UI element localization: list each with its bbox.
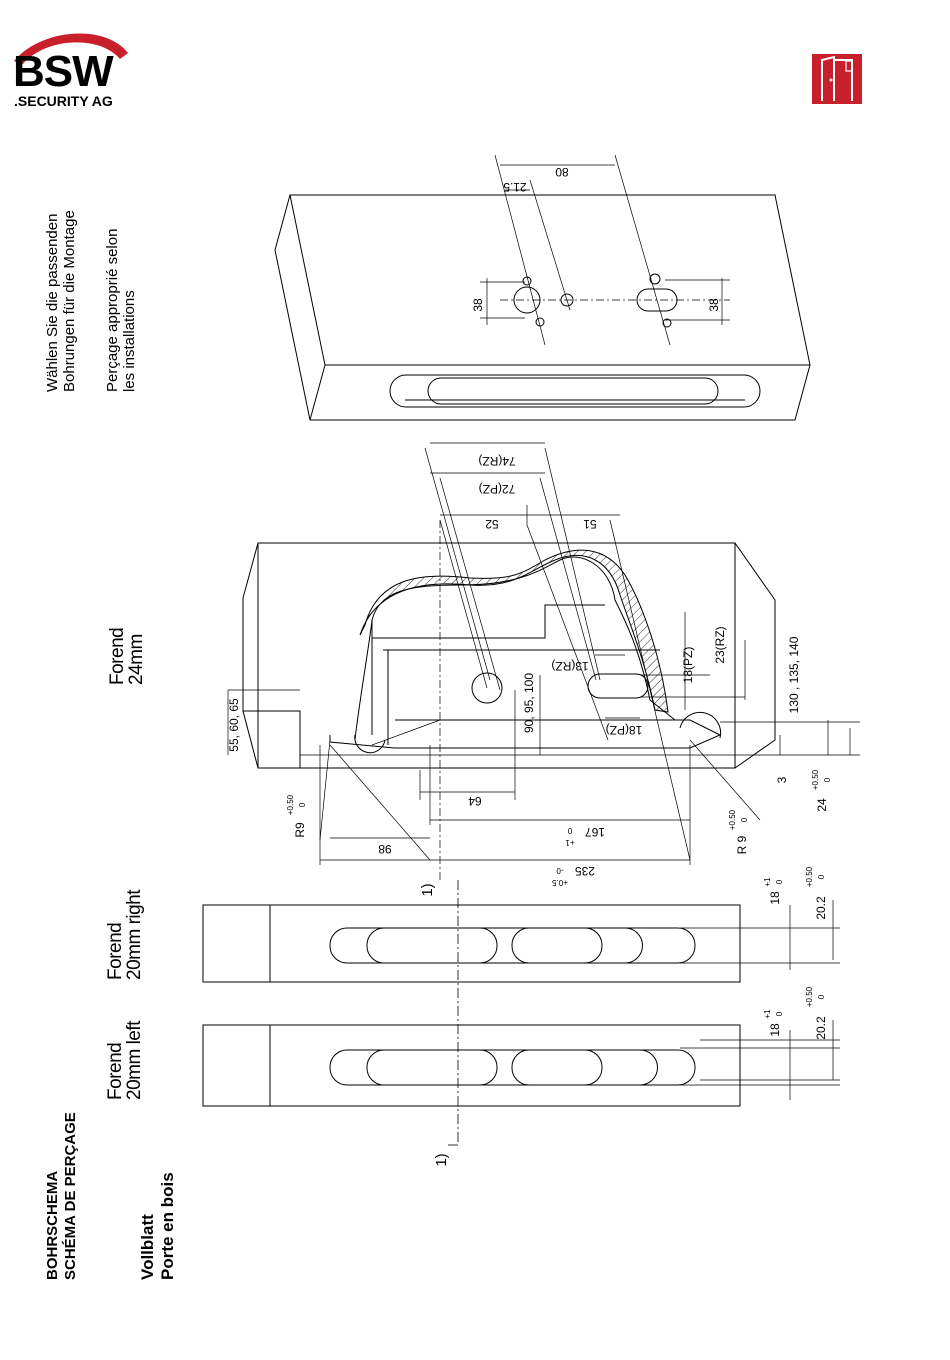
dim-235-tol: +0.5	[552, 878, 568, 887]
dim-24-tol: +0.50	[811, 769, 820, 790]
dim-24: 24	[815, 798, 829, 812]
dim-20-2-right-tol: +0.50	[805, 866, 814, 887]
dim-18pz-top: 18(PZ)	[681, 647, 695, 684]
dim-18-right: 18	[768, 891, 782, 905]
logo-arc	[14, 33, 128, 65]
door-block	[274, 194, 811, 421]
dim-24-tol0: 0	[823, 777, 832, 782]
dim-167-tol: +1	[565, 838, 575, 847]
dim-51: 51	[583, 517, 597, 531]
dim-18-left: 18	[768, 1023, 782, 1037]
dim-18pz-bottom: 18(PZ)	[606, 723, 643, 737]
dim-18-left-tol0: 0	[775, 1011, 784, 1016]
dim-20-2-left-tol0: 0	[817, 994, 826, 999]
dim-20-2-left: 20.2	[814, 1016, 828, 1040]
dim-21-5: 21.5	[503, 180, 527, 194]
dim-20-2-right-tol0: 0	[817, 874, 826, 879]
dim-64: 64	[468, 794, 482, 808]
forend-main-block	[242, 542, 776, 769]
dim-235: 235	[575, 864, 595, 878]
dim-18-left-tol: +1	[763, 1009, 772, 1019]
dim-130-135-140: 130 , 135, 140	[787, 636, 801, 713]
dim-r9-left-tol0: 0	[298, 802, 307, 807]
dim-38-left: 38	[471, 298, 485, 312]
logo-text: BSW	[13, 47, 114, 96]
dim-52: 52	[485, 517, 499, 531]
dim-18-right-tol0: 0	[775, 879, 784, 884]
dim-20-2-left-tol: +0.50	[805, 986, 814, 1007]
dim-90-95-100: 90, 95, 100	[522, 673, 536, 733]
dim-80: 80	[555, 165, 569, 179]
dim-20-2-right: 20.2	[814, 896, 828, 920]
reference-1-top: 1)	[419, 883, 436, 896]
dim-167-tol0: 0	[567, 826, 572, 835]
dim-74rz: 74(RZ)	[478, 454, 515, 468]
dim-13rz: 13(RZ)	[551, 659, 588, 673]
dim-r9-left-tol: +0.50	[286, 794, 295, 815]
dim-98: 98	[378, 842, 392, 856]
dim-3: 3	[775, 776, 789, 783]
dim-r9-right-tol0: 0	[740, 817, 749, 822]
dim-167: 167	[585, 825, 605, 839]
forend-right-plate	[202, 904, 741, 983]
logo-subtext: .SECURITY AG	[14, 93, 113, 109]
dim-r9-left: R9	[293, 822, 307, 838]
dim-55-60-65: 55, 60, 65	[227, 698, 241, 752]
dim-23rz: 23(RZ)	[713, 626, 727, 663]
dim-235-tol0: -0	[556, 866, 564, 875]
reference-1-bottom: 1)	[433, 1153, 450, 1166]
forend-left-plate	[202, 1024, 741, 1107]
dim-38-right: 38	[707, 298, 721, 312]
dim-72pz: 72(PZ)	[479, 482, 516, 496]
dim-r9-right: R 9	[735, 835, 749, 854]
dim-r9-right-tol: +0.50	[728, 809, 737, 830]
dim-18-right-tol: +1	[763, 877, 772, 887]
door-icon	[812, 54, 862, 104]
